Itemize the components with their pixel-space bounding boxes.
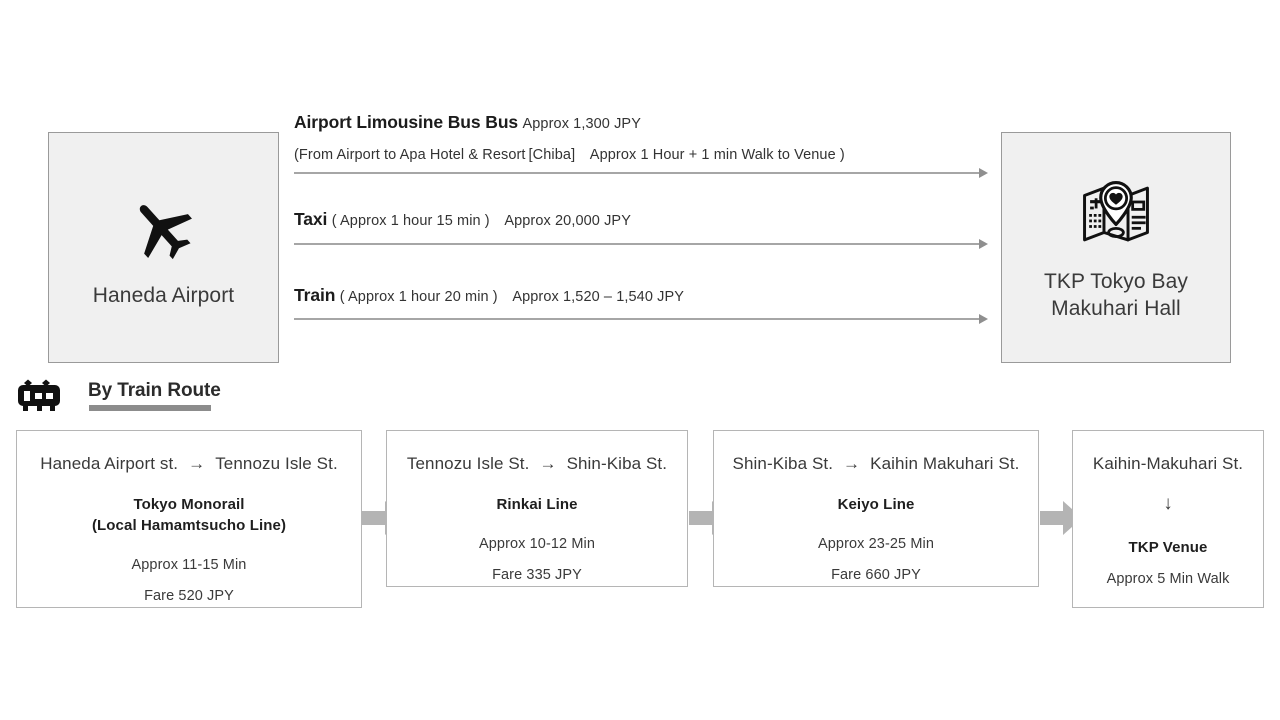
transport-bus-note: (From Airport to Apa Hotel & Resort [Chi… xyxy=(294,147,845,163)
route-arrival-walk: Approx 5 Min Walk xyxy=(1106,571,1230,587)
destination-label-line2: Makuhari Hall xyxy=(1051,296,1181,320)
transport-train-headline: Train ( Approx 1 hour 20 min ) Approx 1,… xyxy=(294,285,684,307)
transport-taxi-mode: Taxi xyxy=(294,209,328,229)
route-arrival-station: Kaihin-Makuhari St. xyxy=(1092,454,1244,473)
transport-option-bus: Airport Limousine Bus Bus Approx 1,300 J… xyxy=(294,112,845,163)
transport-train-detail: ( Approx 1 hour 20 min ) Approx 1,520 – … xyxy=(339,289,685,305)
connector-shaft xyxy=(362,511,386,525)
transport-train-mode: Train xyxy=(294,285,336,305)
right-arrow-icon: → xyxy=(539,454,557,473)
transport-bus-mode: Airport Limousine Bus Bus xyxy=(294,112,519,132)
section-title-underline xyxy=(89,405,211,411)
airplane-icon xyxy=(127,186,201,272)
transport-taxi-headline: Taxi ( Approx 1 hour 15 min ) Approx 20,… xyxy=(294,209,631,231)
route-step-card: Tennozu Isle St. → Shin-Kiba St. Rinkai Li… xyxy=(386,430,688,587)
train-front-icon xyxy=(16,378,66,414)
route-step-stations: Shin-Kiba St. → Kaihin Makuhari St. xyxy=(722,454,1030,474)
route-step-line: Keiyo Line xyxy=(722,494,1030,515)
transport-bus-detail: Approx 1,300 JPY xyxy=(522,116,641,132)
train-arrow-shaft xyxy=(294,318,980,320)
route-step-card: Haneda Airport st. → Tennozu Isle St. Toky… xyxy=(16,430,362,608)
down-arrow-icon: ↓ xyxy=(1163,493,1173,514)
map-location-pin-icon xyxy=(1079,174,1153,254)
transport-option-taxi: Taxi ( Approx 1 hour 15 min ) Approx 20,… xyxy=(294,209,631,231)
route-step-card-arrival: Kaihin-Makuhari St. ↓ TKP Venue Approx 5… xyxy=(1072,430,1264,608)
taxi-arrow-shaft xyxy=(294,243,980,245)
destination-label: TKP Tokyo Bay Makuhari Hall xyxy=(1044,268,1188,322)
route-step-fare: Fare 660 JPY xyxy=(831,567,921,583)
route-step-card: Shin-Kiba St. → Kaihin Makuhari St. Keiyo … xyxy=(713,430,1039,587)
bus-arrow-shaft xyxy=(294,172,980,174)
route-step-time: Approx 23-25 Min xyxy=(817,536,935,552)
route-step-from: Shin-Kiba St. xyxy=(732,454,834,473)
train-arrow-head xyxy=(979,314,988,324)
transport-bus-headline: Airport Limousine Bus Bus Approx 1,300 J… xyxy=(294,112,845,134)
taxi-route-arrow xyxy=(294,239,988,250)
route-step-line: Tokyo Monorail (Local Hamamtsucho Line) xyxy=(25,494,353,536)
route-step-line-name: Keiyo Line xyxy=(837,496,915,513)
route-step-to: Shin-Kiba St. xyxy=(566,454,668,473)
route-step-to: Tennozu Isle St. xyxy=(215,454,338,473)
destination-label-line1: TKP Tokyo Bay xyxy=(1043,269,1189,293)
route-step-stations: Tennozu Isle St. → Shin-Kiba St. xyxy=(395,454,679,474)
right-arrow-icon: → xyxy=(843,454,861,473)
route-step-from: Tennozu Isle St. xyxy=(406,454,530,473)
right-arrow-icon: → xyxy=(188,454,206,473)
transport-taxi-detail: ( Approx 1 hour 15 min ) Approx 20,000 J… xyxy=(331,213,631,229)
route-step-stations: Haneda Airport st. → Tennozu Isle St. xyxy=(25,454,353,474)
route-step-fare: Fare 520 JPY xyxy=(144,588,234,604)
bus-arrow-head xyxy=(979,168,988,178)
route-step-time: Approx 10-12 Min xyxy=(478,536,596,552)
connector-shaft xyxy=(1040,511,1064,525)
route-step-to: Kaihin Makuhari St. xyxy=(870,454,1020,473)
route-step-line-name: Rinkai Line xyxy=(496,496,578,513)
route-step-time: Approx 11-15 Min xyxy=(131,557,247,573)
origin-endpoint-card: Haneda Airport xyxy=(48,132,279,363)
route-step-from: Haneda Airport st. xyxy=(40,454,179,473)
origin-label: Haneda Airport xyxy=(92,284,235,307)
transport-option-train: Train ( Approx 1 hour 20 min ) Approx 1,… xyxy=(294,285,684,307)
destination-endpoint-card: TKP Tokyo Bay Makuhari Hall xyxy=(1001,132,1231,363)
route-step-line-name: Tokyo Monorail xyxy=(133,496,245,513)
train-route-section-title: By Train Route xyxy=(88,380,221,401)
route-arrival-venue: TKP Venue xyxy=(1128,539,1208,556)
route-step-line: Rinkai Line xyxy=(395,494,679,515)
bus-route-arrow xyxy=(294,168,988,179)
route-step-fare: Fare 335 JPY xyxy=(492,567,582,583)
train-route-arrow xyxy=(294,314,988,325)
route-step-line-subname: (Local Hamamtsucho Line) xyxy=(91,517,287,534)
connector-shaft xyxy=(689,511,713,525)
taxi-arrow-head xyxy=(979,239,988,249)
